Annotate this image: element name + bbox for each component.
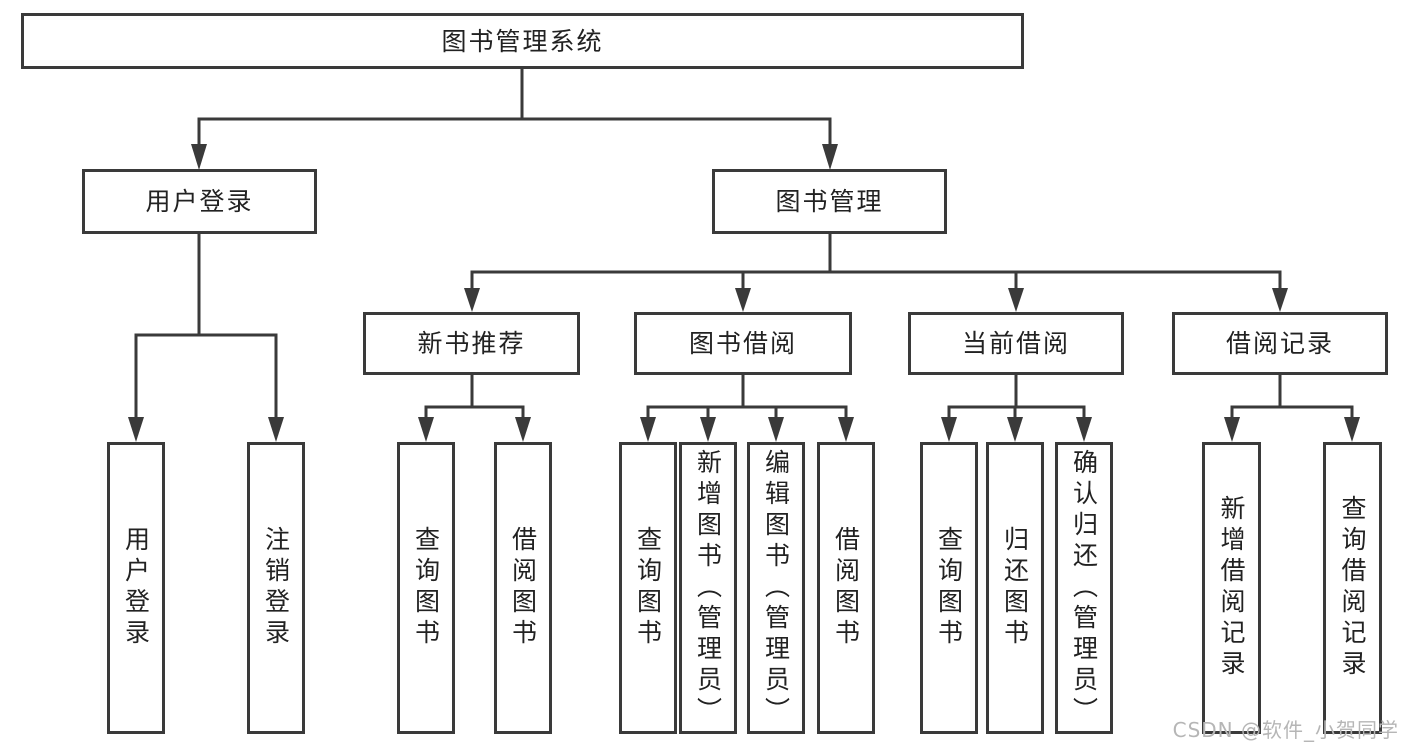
leaf-query-borrow-record: 查询借阅记录 [1323,442,1382,734]
node-label: 借阅图书 [831,526,861,650]
node-label: 确认归还（管理员） [1069,448,1099,728]
leaf-add-borrow-record: 新增借阅记录 [1202,442,1261,734]
node-label: 查询借阅记录 [1338,495,1367,681]
node-label: 新增借阅记录 [1217,495,1246,681]
node-label: 归还图书 [1000,526,1030,650]
leaf-add-books-admin: 新增图书（管理员） [679,442,737,734]
node-new-book-recommendation: 新书推荐 [363,312,580,375]
node-label: 图书借阅 [688,329,797,358]
node-borrowing-records: 借阅记录 [1172,312,1388,375]
leaf-confirm-return-admin: 确认归还（管理员） [1055,442,1113,734]
node-label: 编辑图书（管理员） [761,448,791,728]
node-label: 新书推荐 [417,329,526,358]
node-current-borrowing: 当前借阅 [908,312,1124,375]
node-label: 新增图书（管理员） [693,448,723,728]
node-user-login: 用户登录 [82,169,317,234]
node-label: 注销登录 [261,526,291,650]
leaf-query-books-current: 查询图书 [920,442,978,734]
connector-user-login-subtree [134,231,278,421]
node-label: 图书管理系统 [441,26,604,56]
node-label: 查询图书 [633,526,663,650]
csdn-watermark: CSDN @软件_小贺同学 [1172,718,1399,742]
leaf-borrow-books-recommend: 借阅图书 [494,442,552,734]
node-label: 借阅图书 [508,526,538,650]
leaf-borrow-books-borrowing: 借阅图书 [817,442,875,734]
node-label: 查询图书 [411,526,441,650]
leaf-edit-books-admin: 编辑图书（管理员） [747,442,805,734]
leaf-query-books-borrowing: 查询图书 [619,442,677,734]
leaf-query-books-recommend: 查询图书 [397,442,455,734]
connector-current-subtree [947,373,1086,421]
connector-book-management-to-level3 [470,231,1282,292]
connector-records-subtree [1230,373,1354,421]
node-book-borrowing: 图书借阅 [634,312,852,375]
node-label: 借阅记录 [1225,329,1334,358]
leaf-user-login: 用户登录 [107,442,165,734]
node-label: 用户登录 [145,187,254,216]
node-label: 查询图书 [934,526,964,650]
node-label: 图书管理 [775,187,884,216]
node-book-management: 图书管理 [712,169,947,234]
node-label: 当前借阅 [961,329,1070,358]
node-library-management-system: 图书管理系统 [21,13,1024,69]
connector-root-to-level2 [197,66,832,148]
node-label: 用户登录 [121,526,151,650]
connector-recommend-subtree [424,373,525,421]
leaf-return-books: 归还图书 [986,442,1044,734]
connector-borrowing-subtree [646,373,848,421]
arrowheads [128,144,1360,442]
leaf-logout-login: 注销登录 [247,442,305,734]
